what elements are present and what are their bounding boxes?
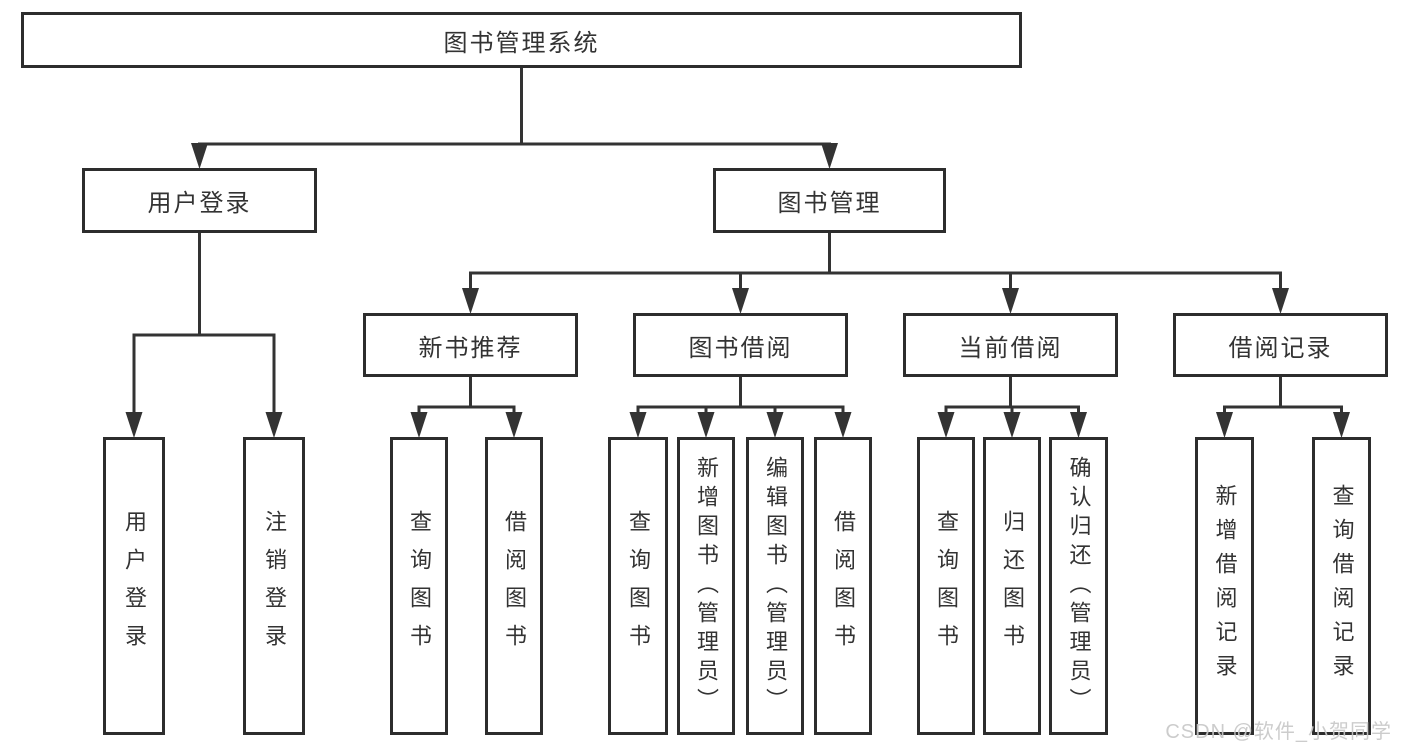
node-edit-books-admin: 编辑图书（管理员） (746, 437, 804, 735)
node-borrow-books: 借阅图书 (814, 437, 872, 735)
node-root: 图书管理系统 (21, 12, 1022, 68)
csdn-watermark: CSDN @软件_小贺同学 (1165, 721, 1392, 743)
node-rec-query-books: 查询图书 (390, 437, 448, 735)
node-new-book-recommend: 新书推荐 (363, 313, 578, 377)
node-book-management: 图书管理 (713, 168, 946, 233)
node-current-borrow: 当前借阅 (903, 313, 1118, 377)
node-current-query-books: 查询图书 (917, 437, 975, 735)
node-rec-borrow-books: 借阅图书 (485, 437, 543, 735)
node-book-borrow: 图书借阅 (633, 313, 848, 377)
node-borrow-records: 借阅记录 (1173, 313, 1388, 377)
node-add-books-admin: 新增图书（管理员） (677, 437, 735, 735)
node-query-borrow-record: 查询借阅记录 (1312, 437, 1371, 735)
node-confirm-return-admin: 确认归还（管理员） (1049, 437, 1108, 735)
node-add-borrow-record: 新增借阅记录 (1195, 437, 1254, 735)
node-return-books: 归还图书 (983, 437, 1041, 735)
node-user-login: 用户登录 (82, 168, 317, 233)
node-borrow-query-books: 查询图书 (608, 437, 668, 735)
node-logout-action: 注销登录 (243, 437, 305, 735)
node-user-login-action: 用户登录 (103, 437, 165, 735)
